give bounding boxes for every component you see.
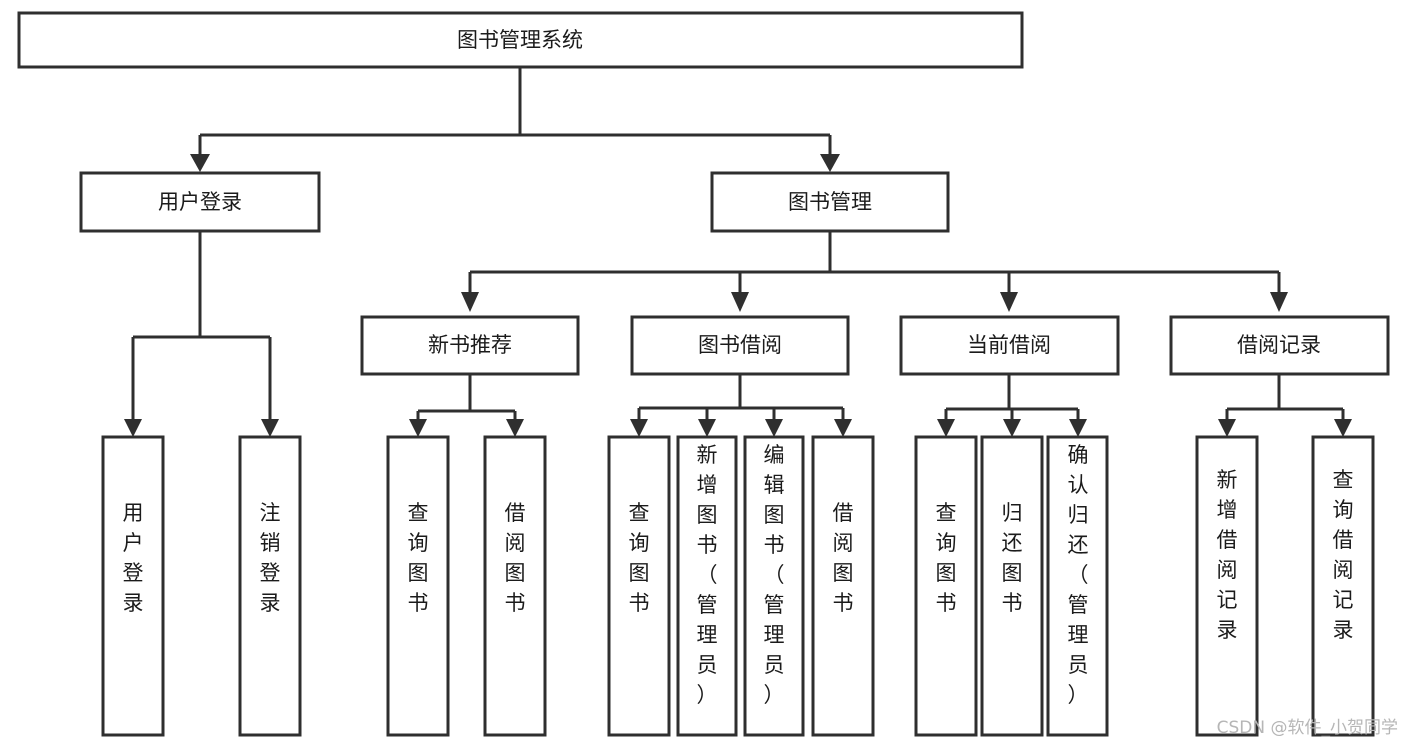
node-root-system[interactable]: 图书管理系统: [17, 11, 1024, 69]
node-current-borrow-label: 当前借阅: [967, 333, 1051, 357]
node-new-book-recommend-box[interactable]: [360, 315, 580, 376]
node-leaf-borrow-book-1-box[interactable]: [483, 435, 547, 737]
node-leaf-borrow-book-1-label: 借阅图书: [505, 501, 526, 615]
node-leaf-return-book-box[interactable]: [980, 435, 1044, 737]
node-user-login[interactable]: 用户登录: [79, 171, 321, 233]
node-leaf-query-book-2-box[interactable]: [607, 435, 671, 737]
arrowhead-leaf-query-book-2: [630, 419, 648, 437]
node-leaf-add-book-box[interactable]: [676, 435, 738, 737]
node-new-book-recommend-label: 新书推荐: [428, 333, 512, 357]
arrowhead-leaf-user-login: [124, 419, 142, 437]
node-user-login-box[interactable]: [79, 171, 321, 233]
node-leaf-add-book-label: 新增图书（管理员）: [697, 443, 718, 707]
arrowhead-leaf-return-book: [1003, 419, 1021, 437]
arrowhead-leaf-query-record: [1334, 419, 1352, 437]
arrowhead-user-login: [190, 154, 210, 172]
arrowhead-leaf-confirm-return: [1069, 419, 1087, 437]
node-leaf-query-book-3-box[interactable]: [914, 435, 978, 737]
csdn-watermark: CSDN @软件_小贺同学: [1217, 718, 1398, 738]
arrowhead-leaf-query-book-1: [409, 419, 427, 437]
node-leaf-borrow-book-2-box[interactable]: [811, 435, 875, 737]
node-root-system-label: 图书管理系统: [457, 28, 583, 52]
arrowhead-leaf-borrow-book-1: [506, 419, 524, 437]
node-leaf-user-login-label: 用户登录: [123, 501, 144, 615]
node-book-management[interactable]: 图书管理: [710, 171, 950, 233]
node-borrow-record-label: 借阅记录: [1237, 333, 1321, 357]
node-borrow-record[interactable]: 借阅记录: [1169, 315, 1390, 376]
arrowhead-leaf-edit-book: [765, 419, 783, 437]
arrowhead-current-borrow: [1000, 292, 1018, 312]
arrowhead-leaf-query-book-3: [937, 419, 955, 437]
node-leaf-query-record[interactable]: 查询借阅记录: [1311, 435, 1375, 737]
node-leaf-logout-label: 注销登录: [260, 501, 281, 615]
node-leaf-user-login[interactable]: 用户登录: [101, 435, 165, 737]
node-leaf-add-book[interactable]: 新增图书（管理员）: [676, 435, 738, 737]
node-leaf-add-record-box[interactable]: [1195, 435, 1259, 737]
node-book-borrow-label: 图书借阅: [698, 333, 782, 357]
node-book-borrow[interactable]: 图书借阅: [630, 315, 850, 376]
node-book-management-label: 图书管理: [788, 190, 872, 214]
node-leaf-confirm-return-label: 确认归还（管理员）: [1068, 443, 1089, 707]
arrowhead-book-borrow: [731, 292, 749, 312]
connector-layer: [124, 67, 1352, 437]
node-leaf-add-record-label: 新增借阅记录: [1217, 468, 1238, 642]
arrowhead-borrow-record: [1270, 292, 1288, 312]
node-leaf-query-book-3-label: 查询图书: [936, 501, 957, 615]
node-current-borrow-box[interactable]: [899, 315, 1120, 376]
arrowhead-leaf-borrow-book-2: [834, 419, 852, 437]
node-leaf-edit-book-box[interactable]: [743, 435, 805, 737]
node-leaf-edit-book-label: 编辑图书（管理员）: [764, 443, 785, 707]
node-leaf-query-record-box[interactable]: [1311, 435, 1375, 737]
arrowhead-leaf-logout: [261, 419, 279, 437]
node-borrow-record-box[interactable]: [1169, 315, 1390, 376]
node-leaf-borrow-book-2[interactable]: 借阅图书: [811, 435, 875, 737]
node-leaf-query-record-label: 查询借阅记录: [1333, 468, 1354, 642]
node-leaf-borrow-book-1[interactable]: 借阅图书: [483, 435, 547, 737]
node-new-book-recommend[interactable]: 新书推荐: [360, 315, 580, 376]
node-book-borrow-box[interactable]: [630, 315, 850, 376]
node-leaf-logout[interactable]: 注销登录: [238, 435, 302, 737]
node-root-system-box[interactable]: [17, 11, 1024, 69]
node-leaf-query-book-1-label: 查询图书: [408, 501, 429, 615]
node-book-management-box[interactable]: [710, 171, 950, 233]
node-leaf-query-book-1-box[interactable]: [386, 435, 450, 737]
node-leaf-confirm-return[interactable]: 确认归还（管理员）: [1046, 435, 1109, 737]
node-leaf-return-book-label: 归还图书: [1002, 501, 1023, 615]
node-leaf-edit-book[interactable]: 编辑图书（管理员）: [743, 435, 805, 737]
arrowhead-book-management: [820, 154, 840, 172]
node-leaf-query-book-2-label: 查询图书: [629, 501, 650, 615]
arrowhead-new-book-recommend: [461, 292, 479, 312]
node-leaf-user-login-box[interactable]: [101, 435, 165, 737]
node-leaf-borrow-book-2-label: 借阅图书: [833, 501, 854, 615]
node-leaf-confirm-return-box[interactable]: [1046, 435, 1109, 737]
arrowhead-leaf-add-book: [698, 419, 716, 437]
node-leaf-query-book-1[interactable]: 查询图书: [386, 435, 450, 737]
node-leaf-query-book-2[interactable]: 查询图书: [607, 435, 671, 737]
node-user-login-label: 用户登录: [158, 190, 242, 214]
node-current-borrow[interactable]: 当前借阅: [899, 315, 1120, 376]
node-leaf-logout-box[interactable]: [238, 435, 302, 737]
node-leaf-add-record[interactable]: 新增借阅记录: [1195, 435, 1259, 737]
node-leaf-query-book-3[interactable]: 查询图书: [914, 435, 978, 737]
arrowhead-leaf-add-record: [1218, 419, 1236, 437]
node-leaf-return-book[interactable]: 归还图书: [980, 435, 1044, 737]
